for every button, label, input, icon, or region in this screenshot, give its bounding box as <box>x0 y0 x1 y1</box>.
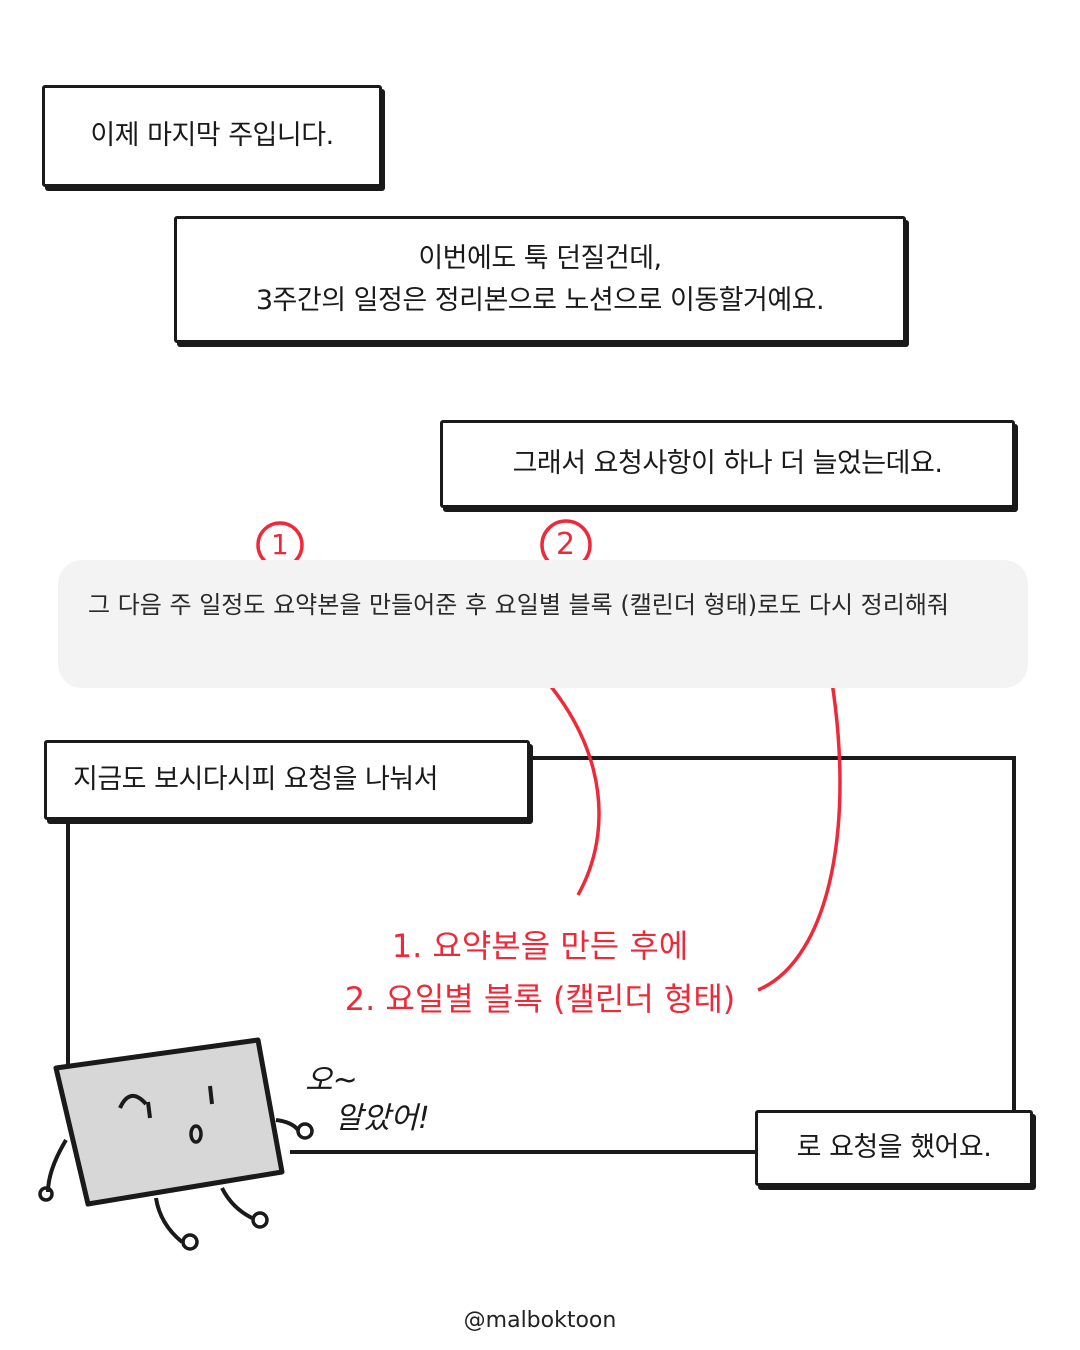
annotation-note-line2: 2. 요일별 블록 (캘린더 형태) <box>344 979 736 1018</box>
chat-message-bubble: 그 다음 주 일정도 요약본을 만들어준 후 요일별 블록 (캘린더 형태)로도… <box>58 560 1028 688</box>
caption-notion-line1: 이번에도 툭 던질건데, <box>418 242 662 274</box>
caption-request-added-text: 그래서 요청사항이 하나 더 늘었는데요. <box>512 448 943 480</box>
character-speech: 오~ 알았어! <box>305 1062 430 1137</box>
character-speech-line1: 오~ <box>305 1063 358 1098</box>
caption-intro-text: 이제 마지막 주입니다. <box>90 120 334 152</box>
caption-notion-line2: 3주간의 일정은 정리본으로 노션으로 이동할거예요. <box>255 284 825 316</box>
panel-frame <box>66 756 1016 1154</box>
character-box <box>38 1037 314 1251</box>
caption-intro: 이제 마지막 주입니다. <box>42 85 382 187</box>
marker-2-label: 2 <box>556 527 576 562</box>
caption-split-request: 지금도 보시다시피 요청을 나눠서 <box>44 740 530 820</box>
chat-message-text: 그 다음 주 일정도 요약본을 만들어준 후 요일별 블록 (캘린더 형태)로도… <box>88 591 949 619</box>
annotation-note-line1: 1. 요약본을 만든 후에 <box>391 927 689 965</box>
character-speech-line2: 알았어! <box>335 1100 430 1136</box>
caption-requested: 로 요청을 했어요. <box>755 1110 1033 1186</box>
annotation-note: 1. 요약본을 만든 후에 2. 요일별 블록 (캘린더 형태) <box>300 920 780 1026</box>
caption-request-added: 그래서 요청사항이 하나 더 늘었는데요. <box>440 420 1015 508</box>
marker-1-label: 1 <box>271 528 289 561</box>
caption-notion: 이번에도 툭 던질건데, 3주간의 일정은 정리본으로 노션으로 이동할거예요. <box>174 216 906 343</box>
caption-split-request-text: 지금도 보시다시피 요청을 나눠서 <box>73 764 439 796</box>
author-credit: @malboktoon <box>463 1308 617 1333</box>
caption-requested-text: 로 요청을 했어요. <box>796 1132 992 1164</box>
arrow-2 <box>757 647 842 992</box>
